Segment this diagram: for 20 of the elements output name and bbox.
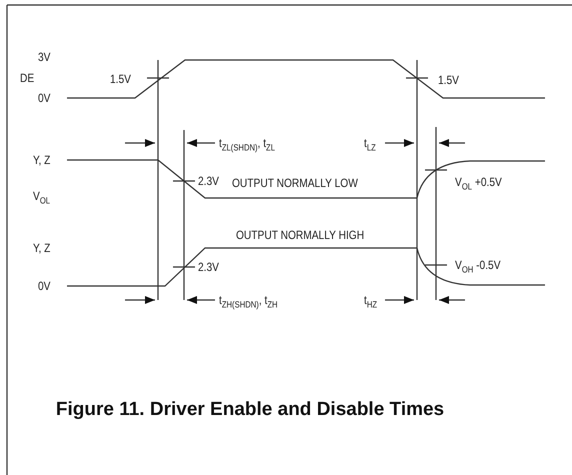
signal-label: Y, Z xyxy=(33,241,50,255)
timing-label: t$_{LZ}$ xyxy=(364,136,376,154)
voltage-label: 1.5V xyxy=(438,73,459,87)
annotation-text: OUTPUT NORMALLY HIGH xyxy=(236,228,364,242)
voltage-label: V$_{OL}$ +0.5V xyxy=(455,175,502,194)
annotation-text: OUTPUT NORMALLY LOW xyxy=(232,176,358,190)
voltage-label: 3V xyxy=(38,50,50,64)
figure-caption: Figure 11. Driver Enable and Disable Times xyxy=(54,398,446,421)
voltage-label: 2.3V xyxy=(198,174,219,188)
voltage-label: V$_{OL}$ xyxy=(33,189,50,208)
timing-label: t$_{ZH(SHDN)}$, t$_{ZH}$ xyxy=(219,293,278,312)
timing-label: t$_{HZ}$ xyxy=(364,293,378,312)
timing-label: t$_{ZL(SHDN)}$, t$_{ZL}$ xyxy=(219,136,275,154)
voltage-label: 2.3V xyxy=(198,260,219,274)
voltage-label: 1.5V xyxy=(110,72,131,86)
voltage-label: 0V xyxy=(38,279,50,293)
signal-label: Y, Z xyxy=(33,153,50,167)
signal-label: DE xyxy=(20,71,34,85)
voltage-label: V$_{OH}$ -0.5V xyxy=(455,258,500,276)
voltage-label: 0V xyxy=(38,91,50,105)
